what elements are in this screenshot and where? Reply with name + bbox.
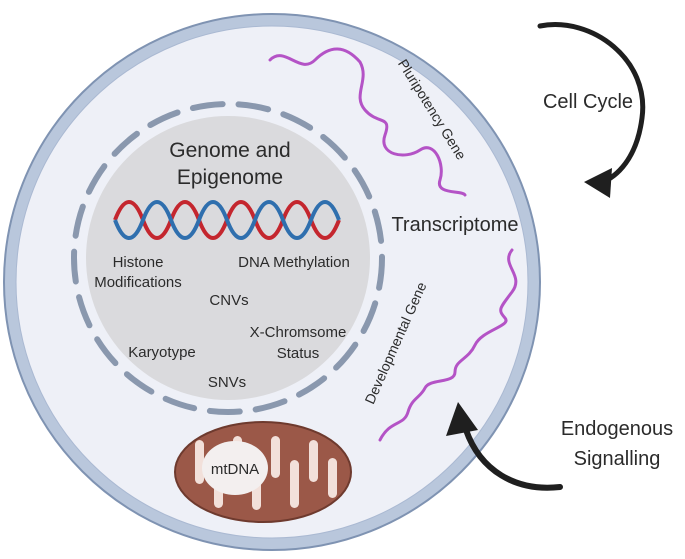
- label-histone-line2: Modifications: [94, 274, 182, 291]
- label-karyotype: Karyotype: [128, 344, 196, 361]
- nucleus-title-line1: Genome and: [169, 139, 290, 162]
- nucleus-title-line2: Epigenome: [177, 166, 283, 189]
- dna-helix-icon: [113, 200, 341, 240]
- label-cnvs: CNVs: [209, 292, 248, 309]
- label-snvs: SNVs: [208, 374, 246, 391]
- nucleus: Genome and Epigenome Histone Modificatio…: [71, 101, 385, 415]
- dna-strand-blue: [113, 200, 341, 240]
- nuclear-envelope: [71, 101, 385, 415]
- label-xchromosome-line2: Status: [277, 345, 320, 362]
- label-transcriptome: Transcriptome: [391, 214, 518, 236]
- label-xchromosome-line1: X-Chromsome: [250, 324, 347, 341]
- label-endogenous-line1: Endogenous: [561, 418, 673, 440]
- nucleus-body: [86, 116, 370, 400]
- endogenous-signalling-arrow-icon: [446, 402, 563, 491]
- label-cell-cycle: Cell Cycle: [543, 91, 633, 113]
- cell-cycle-arrow-icon: [537, 22, 646, 198]
- label-dna-methylation: DNA Methylation: [238, 254, 350, 271]
- label-mtdna: mtDNA: [211, 461, 259, 478]
- pluripotency-mrna-icon: [268, 47, 467, 197]
- mtdna-region: [202, 441, 268, 495]
- mitochondrion: mtDNA: [174, 421, 352, 523]
- label-endogenous-line2: Signalling: [574, 448, 661, 470]
- label-histone-line1: Histone: [113, 254, 164, 271]
- developmental-mrna-icon: [378, 248, 518, 442]
